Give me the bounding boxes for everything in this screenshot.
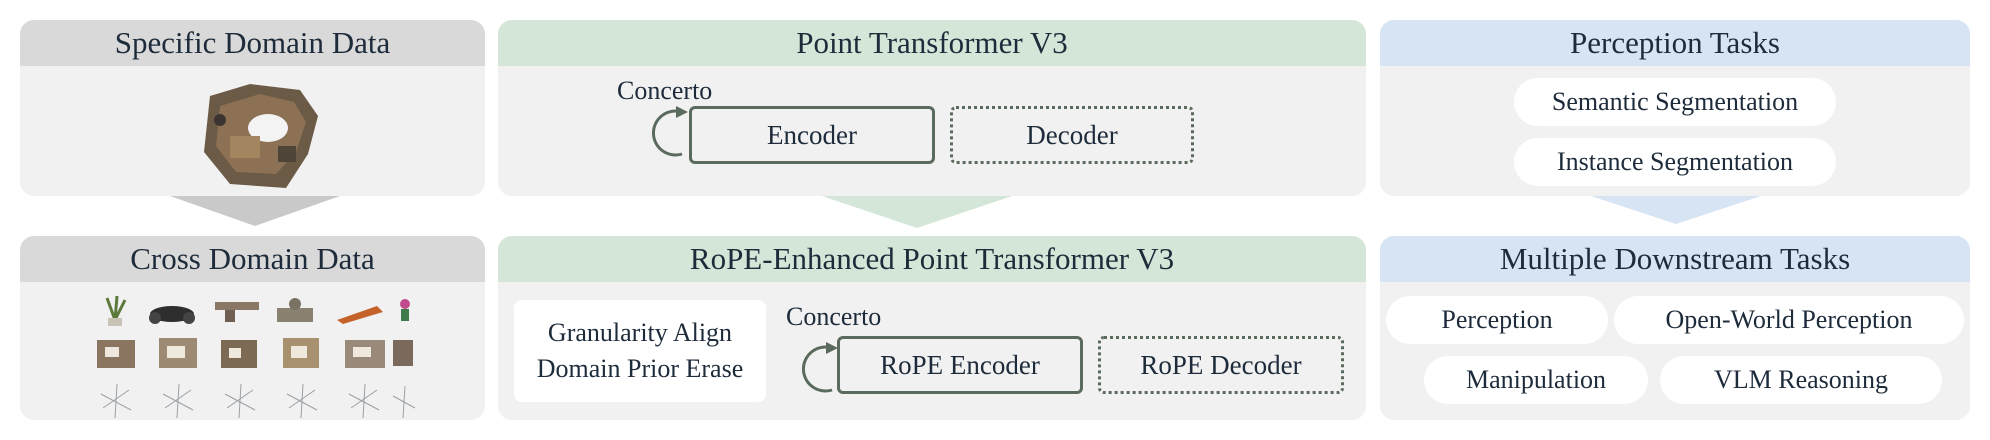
specific-domain-panel: Specific Domain Data [20, 20, 485, 196]
encoder-block: Encoder [689, 106, 935, 164]
task-perception: Perception [1386, 296, 1608, 344]
decoder-block: Decoder [950, 106, 1194, 164]
scene-scan-image [204, 84, 318, 188]
cross-domain-objects-image [97, 295, 416, 419]
task-manipulation: Manipulation [1424, 356, 1648, 404]
granularity-align-text: Granularity Align [547, 318, 733, 347]
specific-domain-title: Specific Domain Data [20, 20, 485, 66]
domain-prior-erase-text: Domain Prior Erase [536, 354, 744, 383]
task-vlm-reasoning: VLM Reasoning [1660, 356, 1942, 404]
ptv3-panel: Point Transformer V3 Concerto Encoder De… [498, 20, 1366, 196]
perception-tasks-panel: Perception Tasks Semantic Segmentation I… [1380, 20, 1970, 196]
cross-domain-panel: Cross Domain Data [20, 236, 485, 420]
downstream-tasks-title: Multiple Downstream Tasks [1380, 236, 1970, 282]
cycle-arrow-icon [801, 342, 838, 393]
downstream-tasks-panel: Multiple Downstream Tasks Perception Ope… [1380, 236, 1970, 420]
rope-decoder-block: RoPE Decoder [1098, 336, 1344, 394]
rope-ptv3-panel: RoPE-Enhanced Point Transformer V3 Granu… [498, 236, 1366, 420]
task-semantic-segmentation: Semantic Segmentation [1514, 78, 1836, 126]
rope-ptv3-title: RoPE-Enhanced Point Transformer V3 [498, 236, 1366, 282]
cycle-arrow-icon [651, 106, 688, 157]
concerto-label-top: Concerto [617, 76, 713, 105]
task-instance-segmentation: Instance Segmentation [1514, 138, 1836, 186]
perception-tasks-title: Perception Tasks [1380, 20, 1970, 66]
cross-domain-title: Cross Domain Data [20, 236, 485, 282]
middle-down-arrow [822, 196, 1012, 228]
task-open-world-perception: Open-World Perception [1614, 296, 1964, 344]
left-down-arrow [170, 196, 340, 226]
ptv3-title: Point Transformer V3 [498, 20, 1366, 66]
granularity-align-box: Granularity Align Domain Prior Erase [514, 300, 766, 402]
right-down-arrow [1591, 196, 1761, 224]
concerto-label-bottom: Concerto [786, 302, 882, 331]
rope-encoder-block: RoPE Encoder [837, 336, 1083, 394]
